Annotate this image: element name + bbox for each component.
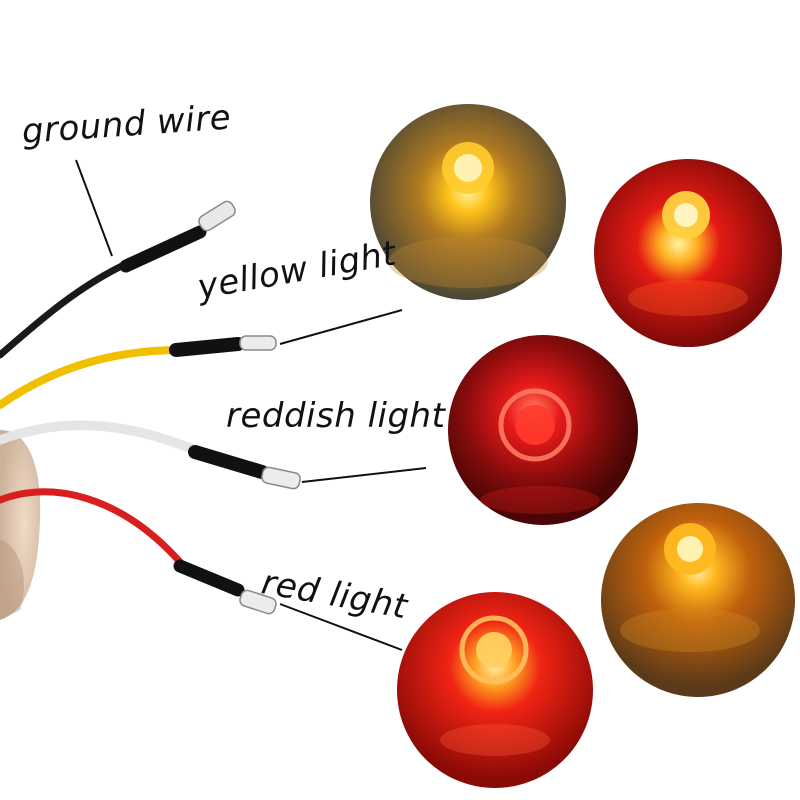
amber-lamp-top [370, 104, 566, 300]
yellow-leader [279, 309, 403, 345]
white-wire [0, 420, 200, 455]
yellow-connector [239, 335, 277, 351]
ground-connector [198, 200, 236, 232]
yellow-sleeve [169, 337, 245, 357]
red-lamp-top-right [594, 159, 782, 347]
amber-lamp-lower-right [601, 503, 795, 697]
red-leader [279, 603, 403, 651]
red-connector [239, 589, 277, 615]
red-lamp-bottom [397, 592, 593, 788]
reddish-leader [301, 467, 427, 483]
ground-sleeve [119, 225, 207, 273]
yellow-wire [0, 346, 184, 409]
white-wire-edge [0, 420, 200, 455]
finger-shadow [0, 540, 24, 620]
white-sleeve [188, 445, 269, 479]
reddish-light-label: reddish light [226, 396, 446, 436]
red-wire [0, 488, 184, 566]
red-sleeve [173, 559, 245, 597]
ground-leader [75, 159, 113, 257]
white-connector [261, 466, 301, 490]
reddish-lamp-middle [448, 335, 638, 525]
